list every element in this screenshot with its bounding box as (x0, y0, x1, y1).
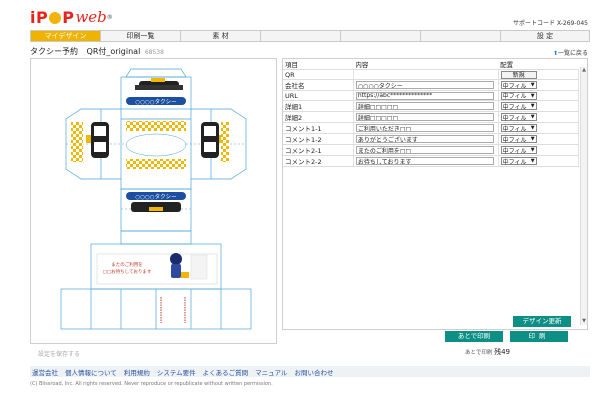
preview-comment-line1: またのご利用を (111, 261, 143, 268)
support-code: サポートコード X-269-045 (513, 20, 588, 27)
item-label: コメント1-2 (283, 133, 354, 145)
remaining-value: 残49 (494, 348, 511, 356)
tab-empty-1 (261, 31, 341, 41)
table-row: コメント2-2 お待ちしております 中フィル▼ (283, 155, 580, 167)
save-settings-link[interactable]: 設定を保存する (38, 351, 81, 358)
header-content: 内容 (353, 59, 499, 70)
chevron-down-icon: ▼ (530, 147, 535, 153)
preview-comment-line2: □□お待ちしております (103, 268, 152, 275)
remaining-label: あとで印刷 (465, 350, 493, 356)
table-row: QR 新規 (283, 69, 580, 80)
back-arrow-icon: ⬆ (552, 50, 558, 57)
chevron-down-icon: ▼ (530, 103, 535, 109)
back-to-list-link[interactable]: ⬆一覧に戻る (553, 48, 588, 57)
design-update-button[interactable]: デザイン更新 (513, 316, 571, 327)
content-input[interactable]: またのご利用を□□ (355, 146, 494, 154)
item-placement: 新規 (498, 69, 580, 80)
item-label: URL (283, 90, 354, 101)
table-scrollbar[interactable]: ▲ ▼ (580, 67, 587, 325)
design-items-table: 項目 内容 配置 QR 新規 会社名 ○○○○タクシー 中フィル▼ URL ht… (283, 59, 580, 167)
tab-my-design[interactable]: マイデザイン (31, 31, 101, 41)
page-title: タクシー予約 QR付_original 68538 (30, 46, 164, 57)
footer-link-faq[interactable]: よくあるご質問 (202, 368, 249, 377)
item-label: コメント1-1 (283, 122, 354, 134)
placement-select[interactable]: 中フィル▼ (500, 157, 537, 166)
footer-link-requirements[interactable]: システム要件 (156, 368, 196, 377)
placement-select[interactable]: 中フィル▼ (500, 124, 537, 133)
preview-company-top: ○○○○タクシー (135, 98, 176, 106)
item-label: QR (283, 69, 354, 80)
table-row: 詳細2 詳細□□□□□ 中フィル▼ (283, 111, 580, 123)
box-template-drawing: ○○○○タクシー ○○○○タクシー またのご利用を □□お待ちしております (60, 68, 252, 330)
scroll-up-icon[interactable]: ▲ (582, 67, 586, 73)
chevron-down-icon: ▼ (530, 92, 535, 99)
table-row: 会社名 ○○○○タクシー 中フィル▼ (283, 79, 580, 91)
copyright-text: (C) Blissroad, Inc. All rights reserved.… (30, 381, 273, 387)
footer-link-terms[interactable]: 利用規約 (123, 368, 150, 377)
item-label: 会社名 (283, 79, 354, 91)
tab-empty-3 (421, 31, 501, 41)
print-button[interactable]: 印刷 (510, 331, 568, 342)
content-input[interactable]: お待ちしております (355, 157, 494, 165)
logo-smile-icon (49, 11, 62, 24)
logo-registered-mark: ® (106, 13, 113, 21)
tab-print-list[interactable]: 印刷一覧 (101, 31, 181, 41)
chevron-down-icon: ▼ (530, 136, 535, 142)
chevron-down-icon: ▼ (530, 82, 535, 88)
content-input[interactable]: ありがとうございます (355, 135, 494, 143)
item-content-empty (353, 69, 499, 80)
placement-select[interactable]: 中フィル▼ (500, 113, 537, 122)
chevron-down-icon: ▼ (530, 125, 535, 131)
chevron-down-icon: ▼ (530, 114, 535, 120)
logo-web-text: web (75, 8, 107, 26)
placement-select[interactable]: 中フィル▼ (500, 102, 537, 111)
tab-settings[interactable]: 設 定 (536, 32, 554, 40)
item-label: コメント2-2 (283, 155, 354, 167)
footer-link-privacy[interactable]: 個人情報について (65, 368, 117, 377)
table-row: URL https://abc************** 中フィル▼ (283, 90, 580, 101)
placement-select[interactable]: 中フィル▼ (500, 91, 537, 100)
tab-materials[interactable]: 素 材 (181, 31, 261, 41)
table-row: 詳細1 詳細□□□□□ 中フィル▼ (283, 100, 580, 112)
header-placement: 配置 (498, 59, 579, 70)
item-label: コメント2-1 (283, 144, 354, 156)
tab-empty-2 (341, 31, 421, 41)
placement-select[interactable]: 中フィル▼ (500, 146, 537, 155)
placement-select[interactable]: 中フィル▼ (500, 81, 537, 90)
placement-select[interactable]: 中フィル▼ (500, 135, 537, 144)
design-title: タクシー予約 (30, 47, 78, 56)
content-input[interactable]: ○○○○タクシー (355, 81, 494, 89)
table-header-row: 項目 内容 配置 (283, 59, 579, 70)
design-number: 68538 (144, 49, 164, 56)
footer-link-manual[interactable]: マニュアル (255, 368, 288, 377)
item-table: 項目 内容 配置 QR 新規 会社名 ○○○○タクシー 中フィル▼ URL ht… (282, 58, 588, 330)
remaining-count: あとで印刷 残49 (465, 347, 510, 357)
item-label: 詳細1 (283, 100, 354, 112)
footer-link-company[interactable]: 運営会社 (32, 368, 58, 377)
content-input[interactable]: https://abc************** (355, 91, 494, 100)
table-row: コメント2-1 またのご利用を□□ 中フィル▼ (283, 144, 580, 156)
back-to-list-label: 一覧に戻る (557, 50, 588, 57)
footer-links: 運営会社 個人情報について 利用規約 システム要件 よくあるご質問 マニュアル … (30, 366, 590, 377)
table-row: コメント1-1 ご利用いただき□□ 中フィル▼ (283, 122, 580, 134)
content-input[interactable]: 詳細□□□□□ (355, 102, 494, 110)
footer-link-contact[interactable]: お問い合わせ (294, 368, 334, 377)
table-row: コメント1-2 ありがとうございます 中フィル▼ (283, 133, 580, 145)
chevron-down-icon: ▼ (530, 158, 535, 164)
design-subtitle: QR付_original (86, 47, 141, 56)
header-item: 項目 (283, 59, 354, 70)
new-button[interactable]: 新規 (500, 70, 537, 79)
item-label: 詳細2 (283, 111, 354, 123)
scroll-down-icon[interactable]: ▼ (582, 318, 586, 324)
design-preview[interactable]: ○○○○タクシー ○○○○タクシー またのご利用を □□お待ちしております (30, 58, 277, 344)
print-later-button[interactable]: あとで印刷 (445, 331, 503, 342)
preview-company-bottom: ○○○○タクシー (135, 193, 176, 201)
content-input[interactable]: 詳細□□□□□ (355, 113, 494, 121)
content-input[interactable]: ご利用いただき□□ (355, 124, 494, 132)
main-nav: マイデザイン 印刷一覧 素 材 設 定 (30, 30, 590, 42)
